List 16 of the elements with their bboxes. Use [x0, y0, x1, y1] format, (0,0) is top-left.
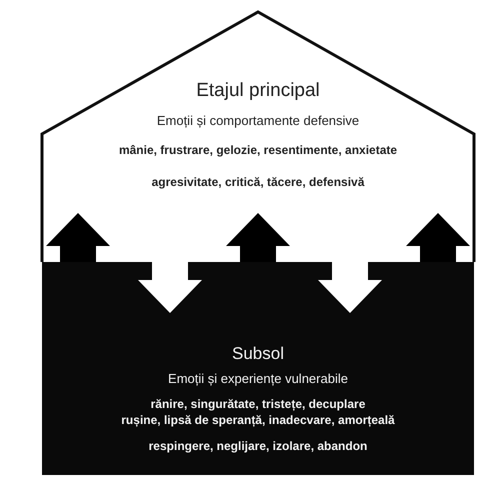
block-arrow	[318, 262, 382, 313]
basement-area	[42, 262, 474, 475]
block-arrow	[406, 213, 470, 262]
floor-heading: Subsol	[232, 344, 284, 364]
block-arrow	[138, 262, 202, 313]
floor-subtitle: Emoții și experiențe vulnerabile	[168, 371, 348, 386]
main-floor-area	[40, 10, 476, 262]
block-arrow	[226, 213, 290, 262]
floor-subtitle: Emoții și comportamente defensive	[156, 113, 360, 128]
floor-heading: Etajul principal	[196, 80, 320, 102]
behavior-list: agresivitate, critică, tăcere, defensivă	[152, 175, 364, 189]
experience-list: respingere, neglijare, izolare, abandon	[148, 439, 368, 453]
emotion-list: mânie, frustrare, gelozie, resentimente, anxietate	[118, 143, 398, 157]
emotion-list: rănire, singurătate, tristețe, decuplare	[150, 397, 366, 411]
emotion-list: rușine, lipsă de speranță, inadecvare, amorțeală	[121, 413, 395, 427]
block-arrow	[46, 213, 110, 262]
